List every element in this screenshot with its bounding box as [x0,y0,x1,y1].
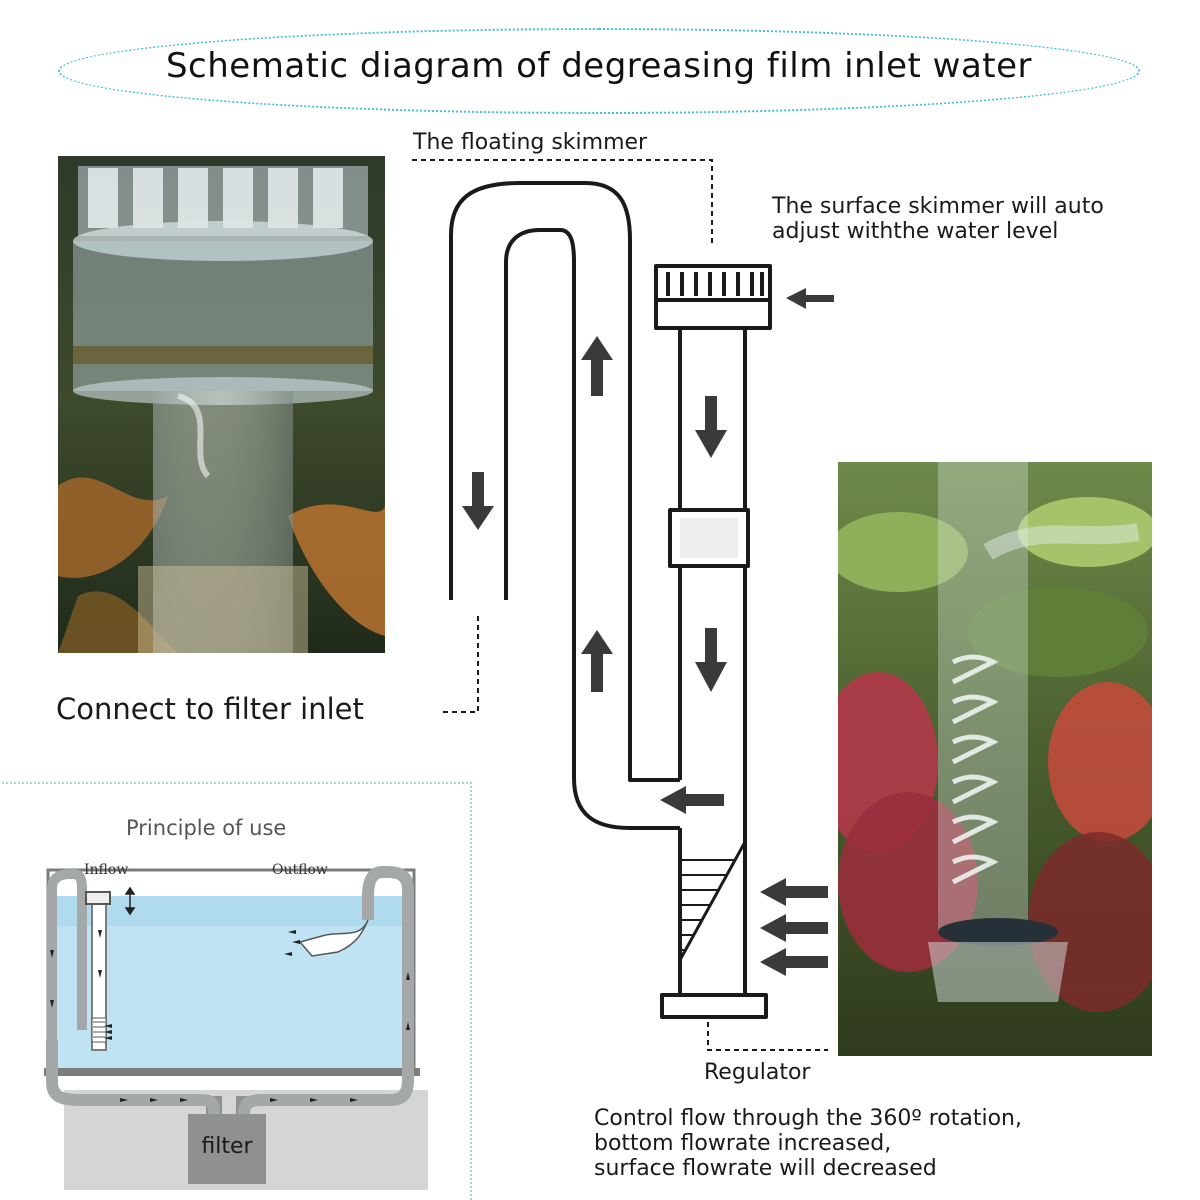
arrow-down-left-leg [462,472,494,530]
skimmer-photo-top-left [58,156,385,653]
flow-arrows [462,288,834,976]
page-title: Schematic diagram of degreasing film inl… [165,46,1033,86]
arrow-left-regulator-3 [760,948,828,976]
leader-lines [412,159,828,1051]
arrow-left-junction [660,786,724,814]
label-filter: filter [201,1134,253,1159]
label-connect-filter: Connect to filter inlet [56,692,364,726]
control-line-3: surface flowrate will decreased [594,1156,937,1181]
principle-tank-diagram [44,866,428,1190]
skimmer-photo-right [838,462,1152,1056]
skimmer-slots [666,272,764,296]
arrow-left-regulator-1 [760,878,828,906]
planted-tank-illustration [838,462,1152,1056]
arrow-left-skimmer-head [786,288,834,309]
skimmer-photo-illustration [58,156,385,653]
arrow-down-body-lower [695,628,727,692]
label-auto-adjust-line1: The surface skimmer will auto [772,194,1104,219]
label-inflow: Inflow [84,862,129,878]
arrow-up-mid-upper [581,336,613,396]
principle-panel-border [2,782,472,1200]
label-outflow: Outflow [272,862,328,878]
principle-heading: Principle of use [126,816,287,840]
label-regulator: Regulator [704,1060,811,1085]
label-auto-adjust-line2: adjust withthe water level [772,219,1059,244]
control-line-2: bottom flowrate increased, [594,1131,892,1156]
control-line-1: Control flow through the 360º rotation, [594,1106,1022,1131]
regulator-grill [680,859,735,951]
title-oval-border [58,28,1140,114]
arrow-left-regulator-2 [760,914,828,942]
arrow-down-body-upper [695,396,727,458]
label-floating-skimmer: The floating skimmer [413,130,648,155]
control-description: Control flow through the 360º rotation, … [594,1106,1022,1181]
arrow-up-mid-lower [581,630,613,692]
